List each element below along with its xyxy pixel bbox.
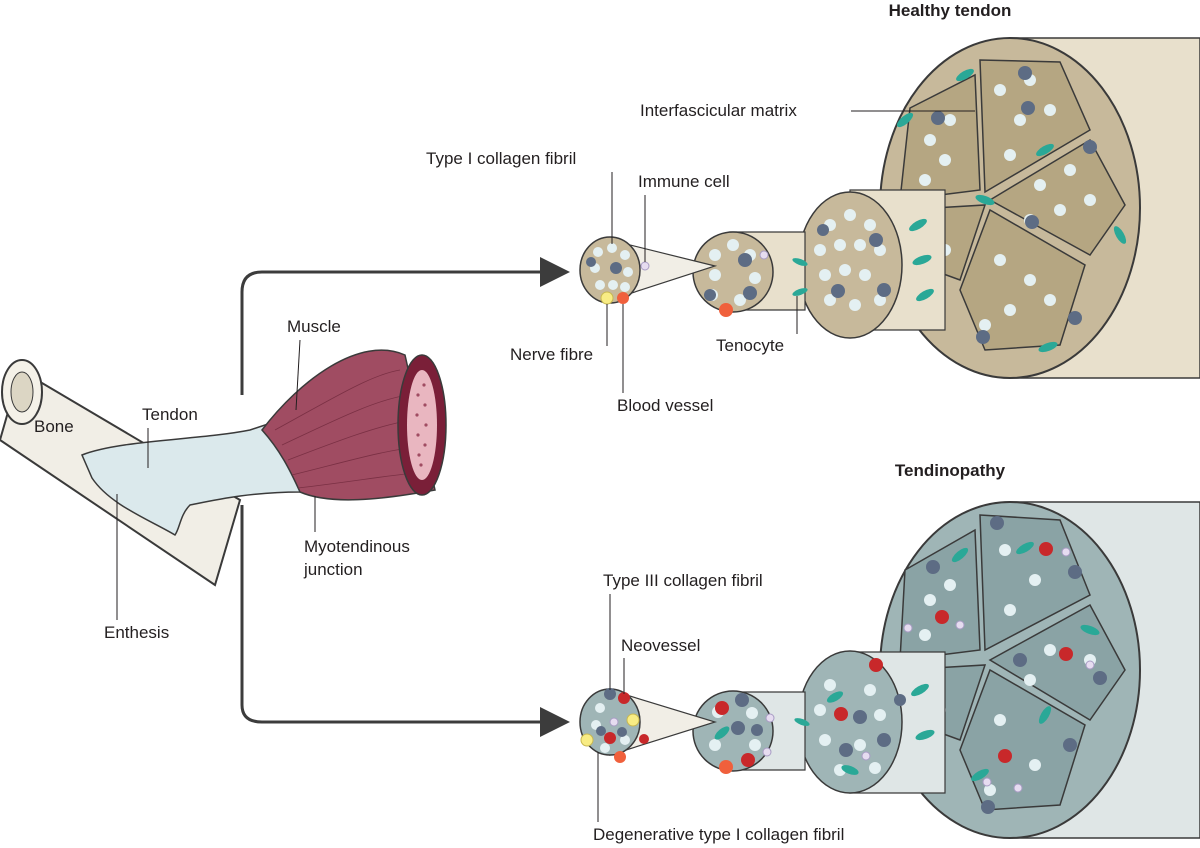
- immune-cell-label: Immune cell: [638, 172, 730, 191]
- myotendinous-label-line1: Myotendinous: [304, 537, 410, 556]
- muscle-label: Muscle: [287, 317, 341, 336]
- healthy-fibril-bundle: [579, 236, 718, 305]
- nerve-fibre-label: Nerve fibre: [510, 345, 593, 364]
- diseased-fibre: [692, 690, 810, 774]
- bone-label: Bone: [34, 417, 74, 436]
- diseased-fibril-bundle: [579, 688, 718, 763]
- muscle: [261, 349, 447, 501]
- tendon-label: Tendon: [142, 405, 198, 424]
- type1-fibril-label: Type I collagen fibril: [426, 149, 576, 168]
- blood-vessel-label: Blood vessel: [617, 396, 713, 415]
- interfascicular-matrix-label: Interfascicular matrix: [640, 101, 797, 120]
- healthy-fibre: [692, 231, 808, 317]
- anatomy-illustration: [0, 349, 447, 587]
- tenocyte-label: Tenocyte: [716, 336, 784, 355]
- muscle-leader-line: [295, 339, 301, 411]
- myotendinous-label-line2: junction: [303, 560, 363, 579]
- tendinopathy-hierarchy: [579, 501, 1200, 839]
- healthy-hierarchy: [579, 37, 1200, 379]
- arrow-to-healthy: [240, 257, 570, 395]
- type3-fibril-label: Type III collagen fibril: [603, 571, 763, 590]
- healthy-fascicle: [797, 189, 946, 339]
- tendinopathy-title: Tendinopathy: [895, 461, 1006, 480]
- neovessel-label: Neovessel: [621, 636, 700, 655]
- degenerative-fibril-label: Degenerative type I collagen fibril: [593, 825, 844, 844]
- arrow-to-tendinopathy: [240, 505, 570, 737]
- enthesis-label: Enthesis: [104, 623, 169, 642]
- tendon-shape: [81, 419, 301, 536]
- healthy-tendon-title: Healthy tendon: [889, 1, 1012, 20]
- healthy-tendon-bundle: [879, 37, 1200, 379]
- diseased-fascicle: [797, 650, 946, 794]
